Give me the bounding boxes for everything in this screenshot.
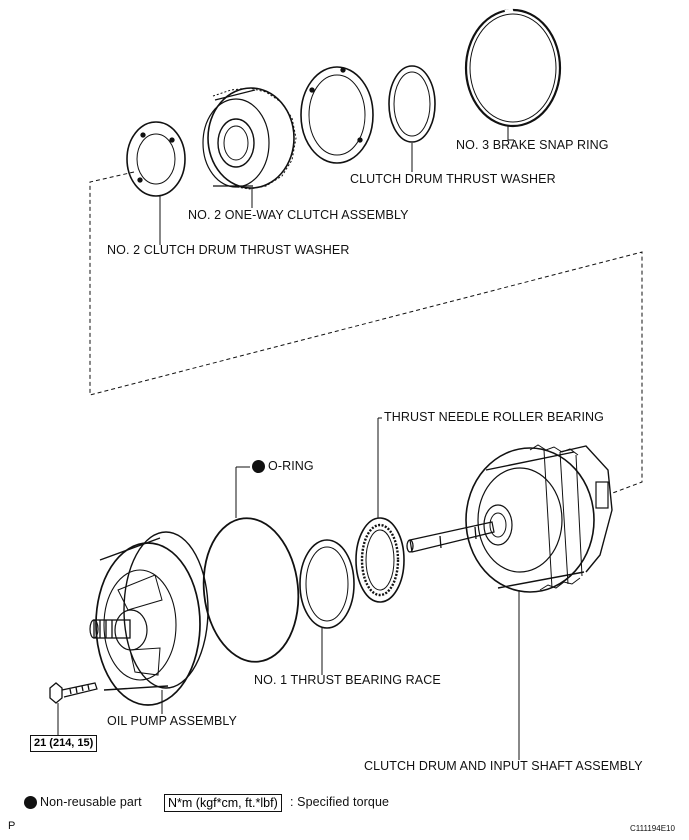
snap-ring-part	[464, 8, 562, 128]
label-thrust-needle-roller-bearing: THRUST NEEDLE ROLLER BEARING	[384, 410, 604, 424]
oil-pump-part	[89, 531, 209, 706]
leader-lines	[57, 125, 520, 760]
one-way-clutch-part	[202, 87, 297, 190]
figure-code: C111194E10	[630, 824, 675, 833]
label-no3-brake-snap-ring: NO. 3 BRAKE SNAP RING	[456, 138, 609, 152]
needle-bearing-part	[355, 517, 405, 603]
legend-non-reusable: Non-reusable part	[40, 795, 142, 809]
clutch-drum-part	[406, 444, 613, 593]
plate-washer-part	[300, 66, 374, 164]
label-clutch-drum-thrust-washer: CLUTCH DRUM THRUST WASHER	[350, 172, 556, 186]
thrust-bearing-race-part	[299, 539, 355, 629]
clutch-drum-thrust-washer-part	[388, 65, 436, 143]
bolt-part	[49, 682, 98, 704]
label-o-ring: O-RING	[268, 459, 314, 473]
legend-dot	[24, 796, 37, 809]
footer-letter: P	[8, 820, 16, 832]
label-no1-thrust-bearing-race: NO. 1 THRUST BEARING RACE	[254, 673, 441, 687]
label-oil-pump-assembly: OIL PUMP ASSEMBLY	[107, 714, 237, 728]
legend-torque-unit-box: N*m (kgf*cm, ft.*lbf)	[164, 794, 282, 812]
legend-specified-torque: : Specified torque	[290, 795, 390, 809]
torque-spec-box: 21 (214, 15)	[30, 735, 98, 752]
label-no2-clutch-drum-thrust-washer: NO. 2 CLUTCH DRUM THRUST WASHER	[107, 243, 350, 257]
label-no2-one-way-clutch: NO. 2 ONE-WAY CLUTCH ASSEMBLY	[188, 208, 409, 222]
non-reusable-dot	[252, 460, 265, 473]
assembly-dashed-line	[89, 171, 643, 495]
o-ring-part	[202, 517, 300, 663]
no2-thrust-washer-part	[126, 121, 186, 197]
label-clutch-drum-input-shaft: CLUTCH DRUM AND INPUT SHAFT ASSEMBLY	[364, 759, 643, 773]
